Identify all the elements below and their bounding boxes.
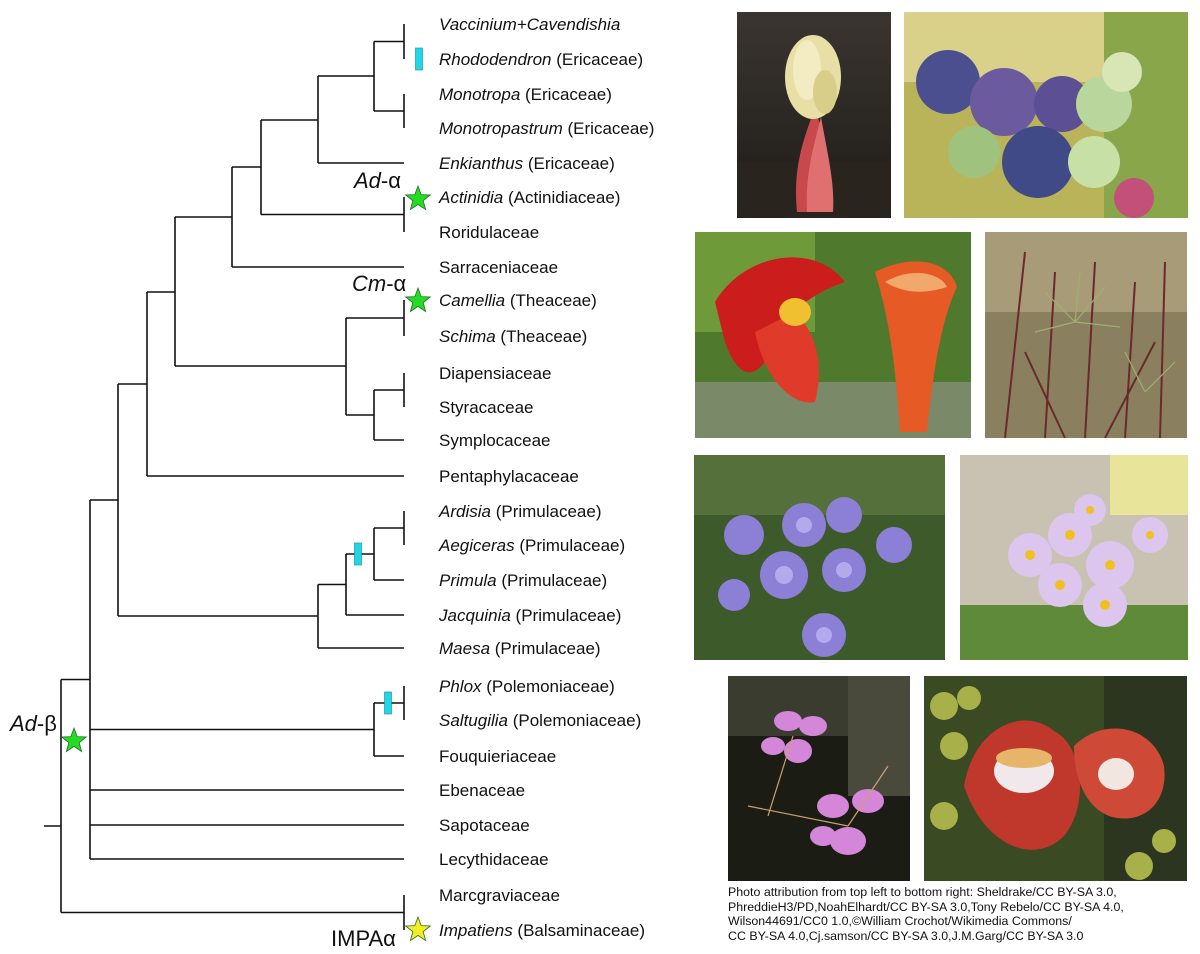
taxon-label: Roridulaceae bbox=[439, 223, 539, 242]
taxon-label: Phlox (Polemoniaceae) bbox=[439, 677, 615, 696]
photo-attribution: Photo attribution from top left to botto… bbox=[728, 885, 1198, 943]
taxon-label: Impatiens (Balsaminaceae) bbox=[439, 921, 645, 940]
taxon-label: Maesa (Primulaceae) bbox=[439, 639, 601, 658]
taxon-label: Rhododendron (Ericaceae) bbox=[439, 50, 643, 69]
taxon-label: Symplocaceae bbox=[439, 431, 551, 450]
wgd-star-icon bbox=[60, 726, 88, 753]
taxon-label: Enkianthus (Ericaceae) bbox=[439, 154, 615, 173]
tree-branches bbox=[44, 24, 405, 930]
saltugilia-photo bbox=[728, 676, 910, 881]
roridula-photo bbox=[985, 232, 1187, 438]
wgd-label: IMPAα bbox=[331, 926, 396, 951]
taxon-label: Fouquieriaceae bbox=[439, 747, 556, 766]
sarracenia-photo bbox=[695, 232, 971, 438]
duplication-marker bbox=[384, 691, 392, 715]
taxon-label: Camellia (Theaceae) bbox=[439, 291, 597, 310]
taxon-label: Diapensiaceae bbox=[439, 364, 551, 383]
monotropa-photo bbox=[737, 12, 891, 218]
wgd-label: Ad-α bbox=[352, 168, 401, 193]
attribution-line: Photo attribution from top left to botto… bbox=[728, 885, 1117, 899]
taxon-label: Ebenaceae bbox=[439, 781, 525, 800]
duplication-marker bbox=[354, 542, 362, 566]
attribution-line: Wilson44691/CC0 1.0,©William Crochot/Wik… bbox=[728, 914, 1072, 929]
taxon-label: Pentaphylacaceae bbox=[439, 467, 579, 486]
wgd-star-icon bbox=[404, 915, 432, 942]
taxon-label: Schima (Theaceae) bbox=[439, 327, 587, 346]
taxon-label: Ardisia (Primulaceae) bbox=[438, 502, 602, 521]
wgd-star-icon bbox=[404, 286, 432, 313]
taxon-label: Jacquinia (Primulaceae) bbox=[438, 606, 621, 625]
duplication-markers bbox=[354, 47, 423, 715]
taxon-label: Saltugilia (Polemoniaceae) bbox=[439, 711, 641, 730]
taxon-label: Sapotaceae bbox=[439, 816, 530, 835]
taxon-label: Aegiceras (Primulaceae) bbox=[438, 536, 625, 555]
taxon-label: Monotropa (Ericaceae) bbox=[439, 85, 612, 104]
phlox-photo bbox=[694, 455, 945, 660]
wgd-stars bbox=[60, 184, 432, 942]
taxon-label: Actinidia (Actinidiaceae) bbox=[438, 188, 620, 207]
taxon-label: Sarraceniaceae bbox=[439, 258, 558, 277]
couroupita-photo bbox=[924, 676, 1187, 881]
taxon-label: Vaccinium+Cavendishia bbox=[439, 15, 620, 34]
attribution-line: PhreddieH3/PD,NoahElhardt/CC BY-SA 3.0,T… bbox=[728, 899, 1124, 914]
taxon-label: Monotropastrum (Ericaceae) bbox=[439, 119, 654, 138]
duplication-marker bbox=[415, 47, 423, 71]
taxon-label: Primula (Primulaceae) bbox=[439, 571, 607, 590]
wgd-label: Cm-α bbox=[352, 271, 407, 296]
primula-photo bbox=[960, 455, 1188, 660]
attribution-line: CC BY-SA 4.0,Cj.samson/CC BY-SA 3.0,J.M.… bbox=[728, 928, 1084, 943]
taxon-label: Lecythidaceae bbox=[439, 850, 549, 869]
wgd-label: Ad-β bbox=[8, 711, 57, 736]
blueberry-photo bbox=[904, 12, 1188, 218]
taxon-label: Styracaceae bbox=[439, 398, 534, 417]
wgd-star-icon bbox=[404, 184, 432, 211]
taxon-label: Marcgraviaceae bbox=[439, 886, 560, 905]
